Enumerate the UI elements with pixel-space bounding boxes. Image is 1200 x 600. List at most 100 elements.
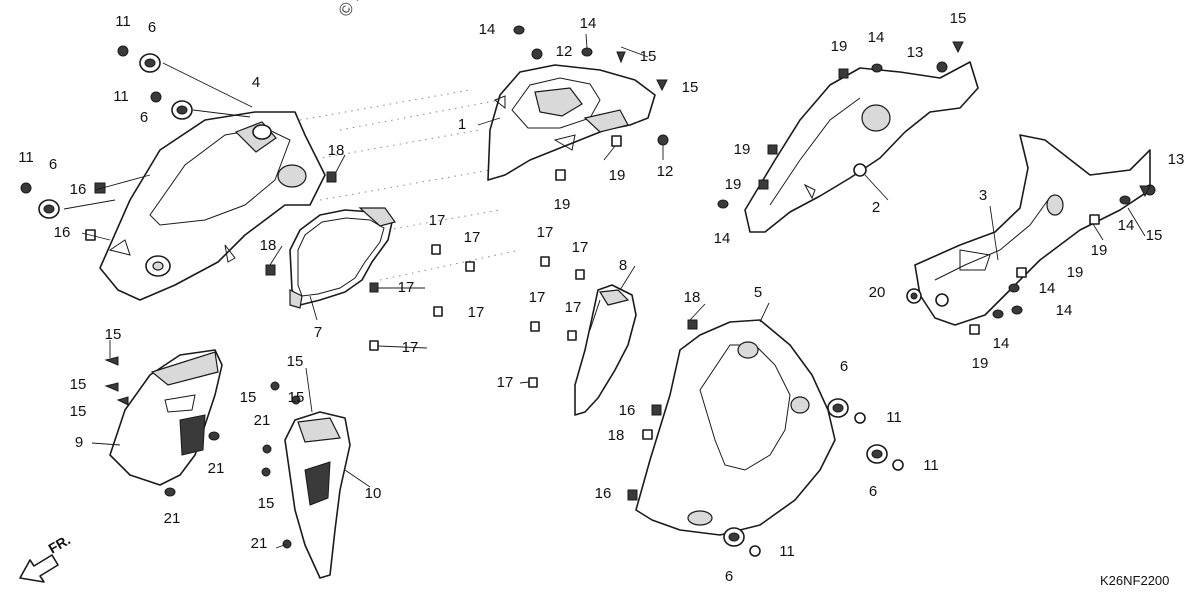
callout-19: 19 — [972, 355, 989, 372]
bolt-11e[interactable] — [892, 459, 904, 471]
callout-17: 17 — [402, 339, 419, 356]
screw-14b[interactable] — [581, 47, 593, 57]
part-2-upper-rail[interactable] — [744, 61, 979, 233]
grommet-6b[interactable] — [171, 100, 193, 120]
part-4-left-cover[interactable] — [99, 111, 326, 301]
clip-15f[interactable] — [104, 382, 119, 392]
clip-19b[interactable] — [555, 169, 566, 181]
screw-14c[interactable] — [871, 63, 883, 73]
screw-21c[interactable] — [262, 444, 272, 454]
part-1-center-cover[interactable] — [487, 64, 656, 181]
clip-15b[interactable] — [656, 79, 668, 92]
clip-16a[interactable] — [94, 182, 106, 194]
clip-19d[interactable] — [767, 144, 778, 155]
callout-12: 12 — [657, 163, 674, 180]
callout-19: 19 — [734, 141, 751, 158]
part-10-lower-piece[interactable] — [284, 411, 351, 579]
callout-18: 18 — [260, 237, 277, 254]
callout-15: 15 — [288, 389, 305, 406]
clip-18d[interactable] — [642, 429, 653, 440]
callout-14: 14 — [1056, 302, 1073, 319]
screw-14d[interactable] — [717, 199, 729, 209]
clip-17j[interactable] — [528, 377, 538, 388]
bolt-12b[interactable] — [657, 134, 669, 146]
part-7-frame[interactable] — [289, 207, 396, 309]
front-direction-label: FR. — [46, 531, 74, 556]
callout-17: 17 — [572, 239, 589, 256]
clip-17a[interactable] — [431, 244, 441, 255]
bolt-11f[interactable] — [749, 545, 761, 557]
clip-19e[interactable] — [758, 179, 769, 190]
callout-19: 19 — [725, 176, 742, 193]
bolt-11d[interactable] — [854, 412, 866, 424]
part-8-strip[interactable] — [574, 284, 637, 416]
bolt-11b[interactable] — [150, 91, 162, 103]
clip-15c[interactable] — [952, 41, 964, 54]
bolt-13a[interactable] — [936, 61, 948, 73]
clip-17h[interactable] — [567, 330, 577, 341]
part-9-lower-cover[interactable] — [109, 349, 223, 486]
clip-19g[interactable] — [1016, 267, 1027, 278]
screw-21a[interactable] — [208, 431, 220, 441]
screw-14h[interactable] — [992, 309, 1004, 319]
callout-17: 17 — [497, 374, 514, 391]
part-5-side-cover[interactable] — [635, 319, 836, 536]
clip-15d[interactable] — [1139, 185, 1151, 198]
clip-15i[interactable] — [291, 395, 301, 405]
projection-lines — [299, 89, 521, 281]
drawing-code: K26NF2200 — [1100, 573, 1169, 588]
clip-15g[interactable] — [116, 396, 129, 406]
bolt-11c[interactable] — [20, 182, 32, 194]
callout-6: 6 — [725, 568, 733, 585]
clip-17f[interactable] — [433, 306, 443, 317]
callout-17: 17 — [429, 212, 446, 229]
clip-19c[interactable] — [838, 68, 849, 79]
clip-15e[interactable] — [104, 356, 119, 366]
screw-14e[interactable] — [1119, 195, 1131, 205]
clip-17c[interactable] — [540, 256, 550, 267]
callout-17: 17 — [468, 304, 485, 321]
grommet-6a[interactable] — [139, 53, 161, 73]
clip-18c[interactable] — [687, 319, 698, 330]
callout-19: 19 — [831, 38, 848, 55]
clip-19a[interactable] — [611, 135, 622, 147]
screw-21b[interactable] — [164, 487, 176, 497]
callout-12: 12 — [556, 43, 573, 60]
grommet-6f[interactable] — [723, 527, 745, 547]
clip-19h[interactable] — [969, 324, 980, 335]
screw-14a[interactable] — [513, 25, 525, 35]
clip-15j[interactable] — [261, 467, 271, 477]
grommet-20[interactable] — [906, 288, 922, 304]
callout-15: 15 — [950, 10, 967, 27]
callout-14: 14 — [993, 335, 1010, 352]
grommet-6c[interactable] — [38, 199, 60, 219]
clip-17i[interactable] — [369, 340, 379, 351]
screw-14f[interactable] — [1008, 283, 1020, 293]
callout-18: 18 — [684, 289, 701, 306]
clip-19f[interactable] — [1089, 214, 1100, 225]
clip-16d[interactable] — [627, 489, 638, 501]
clip-17g[interactable] — [530, 321, 540, 332]
clip-15a[interactable] — [616, 51, 626, 64]
bolt-11a[interactable] — [117, 45, 129, 57]
callout-11: 11 — [113, 88, 129, 105]
callout-15: 15 — [240, 389, 257, 406]
part-3-lower-rail[interactable] — [914, 134, 1151, 326]
grommet-6e[interactable] — [866, 444, 888, 464]
clip-16c[interactable] — [651, 404, 662, 416]
clip-18a[interactable] — [326, 171, 337, 183]
callout-21: 21 — [208, 460, 225, 477]
callout-7: 7 — [314, 324, 322, 341]
grommet-6d[interactable] — [827, 398, 849, 418]
callout-19: 19 — [1091, 242, 1108, 259]
clip-17b[interactable] — [465, 261, 475, 272]
bolt-12a[interactable] — [531, 48, 543, 60]
clip-17d[interactable] — [575, 269, 585, 280]
screw-14g[interactable] — [1011, 305, 1023, 315]
clip-15h[interactable] — [270, 381, 280, 391]
callout-13: 13 — [1168, 151, 1185, 168]
clip-18b[interactable] — [265, 264, 276, 276]
clip-17e[interactable] — [369, 282, 379, 293]
callout-16: 16 — [595, 485, 612, 502]
